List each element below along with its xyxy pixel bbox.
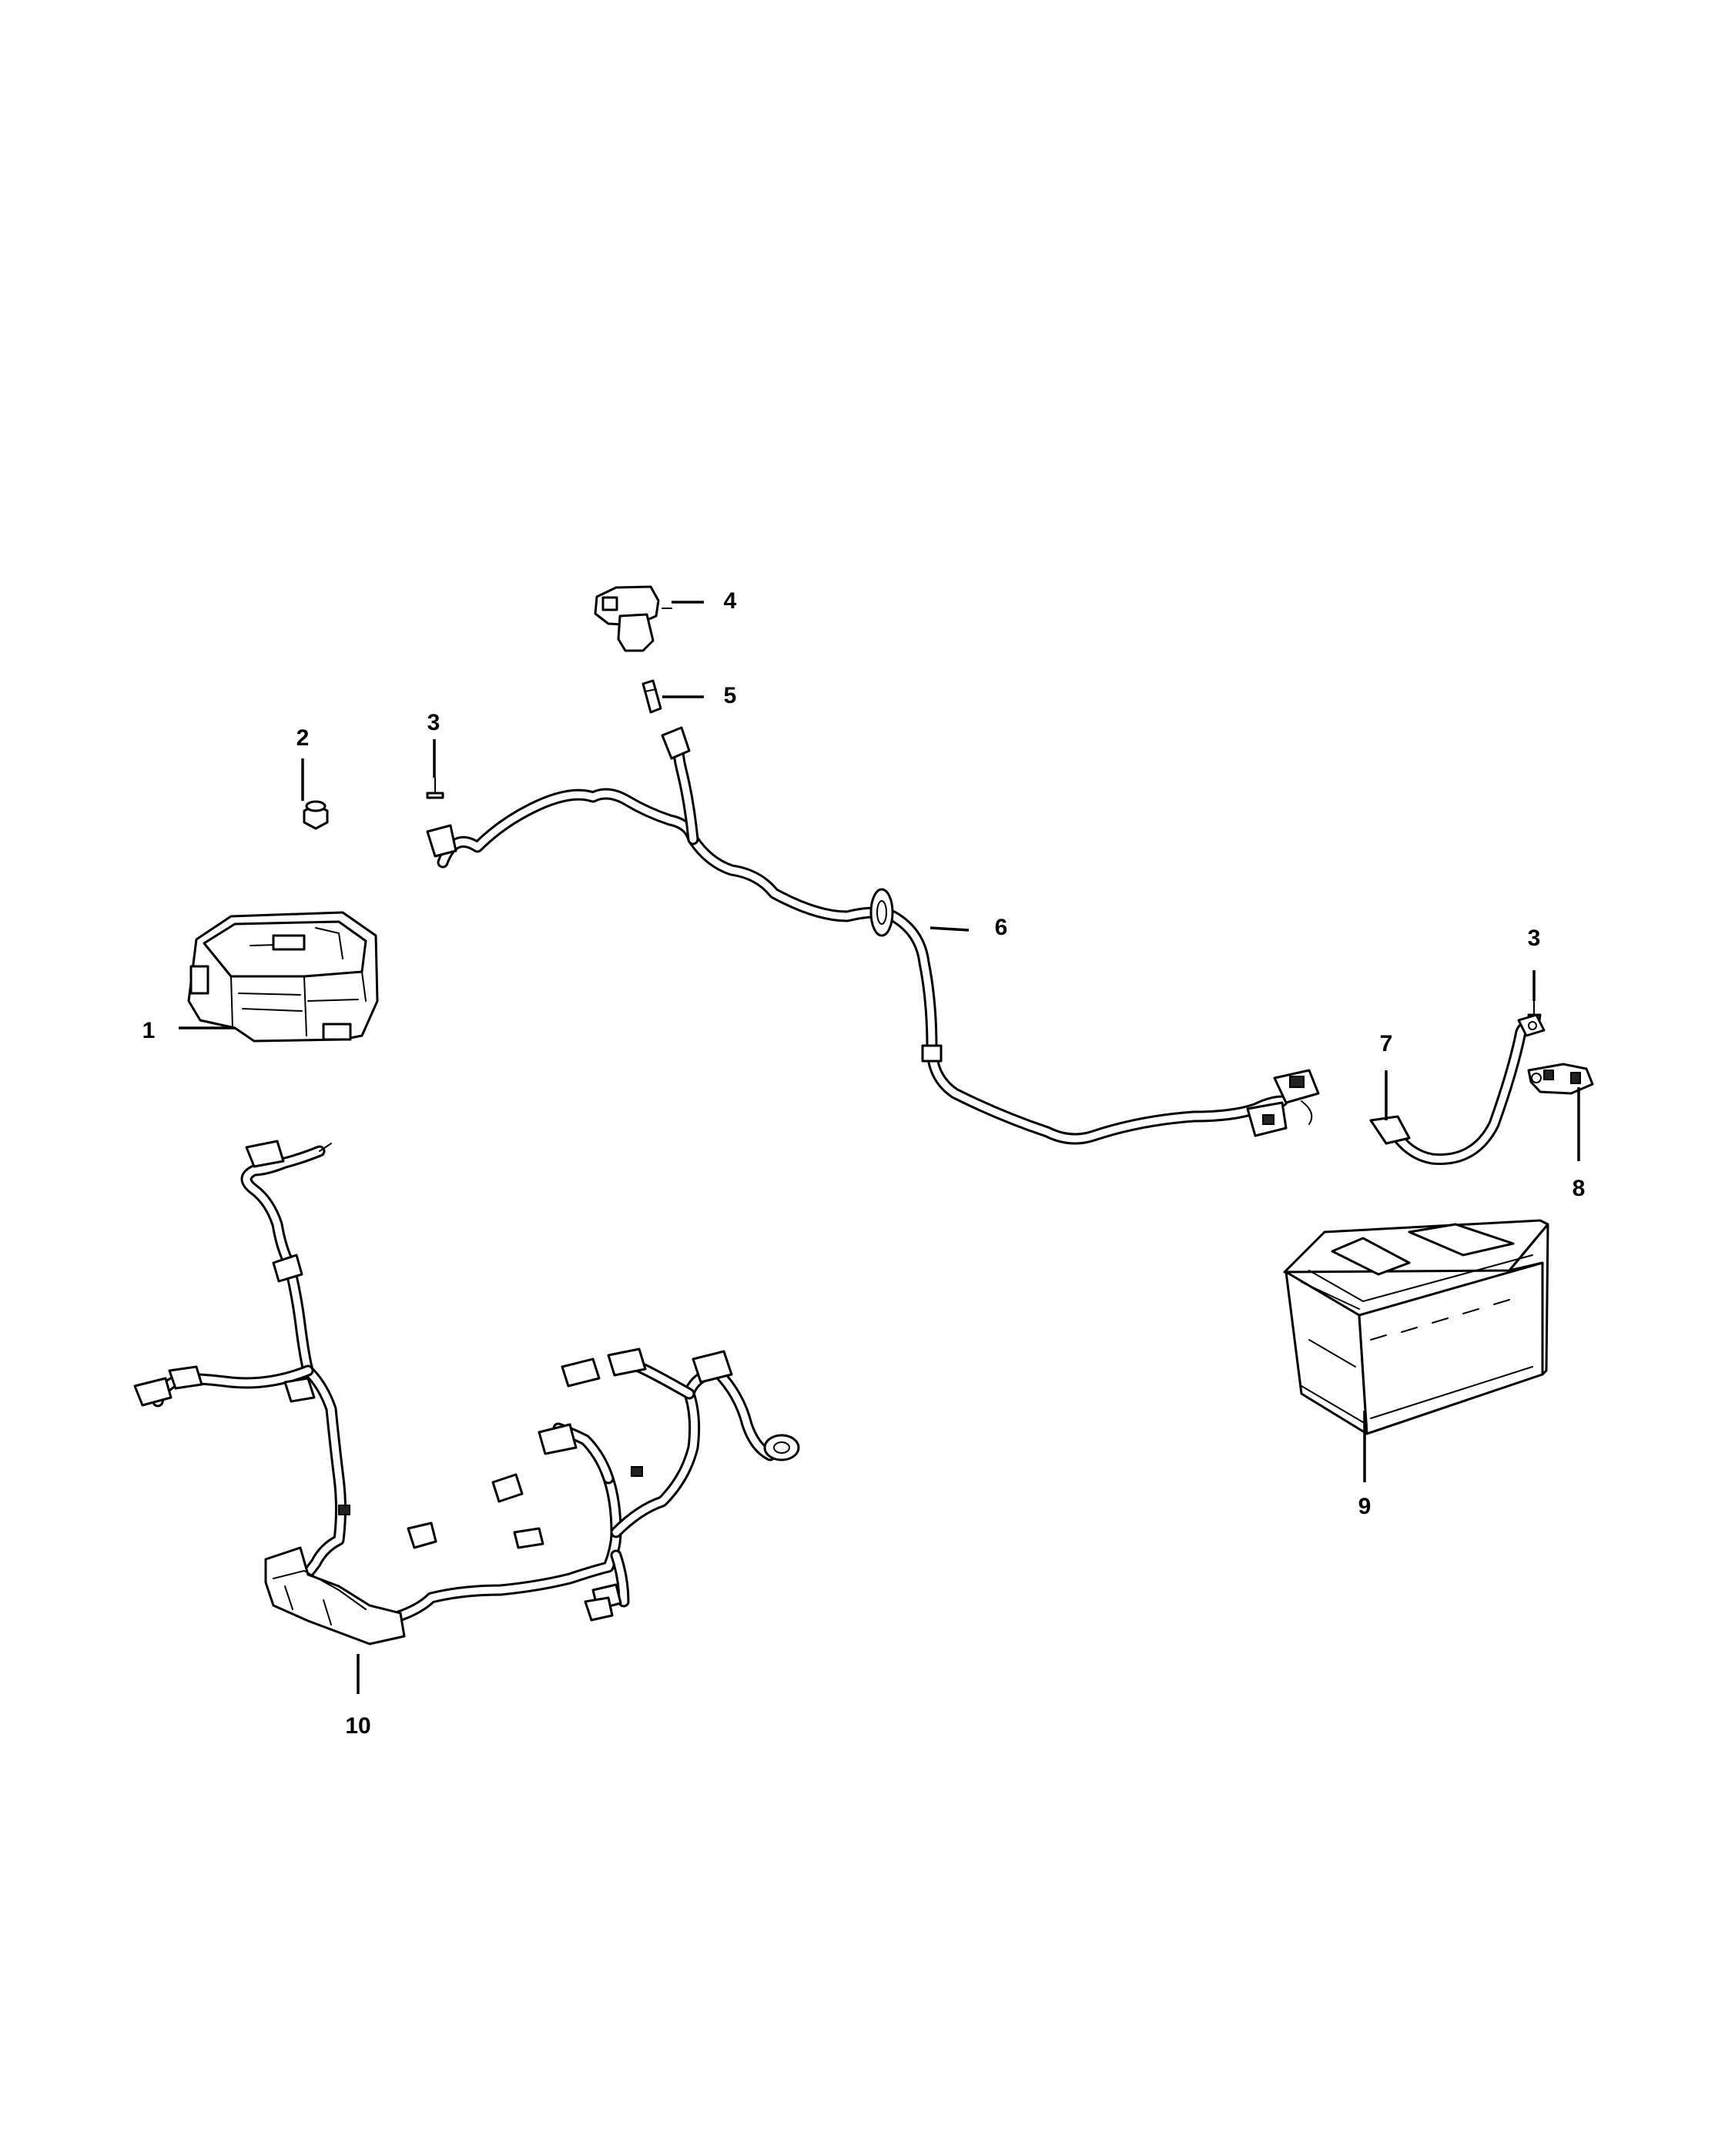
callout-labels: 1 2 3 3 4 5 6 7 8 9 10 [142,588,1586,1739]
part-7-battery-cable [1369,1013,1546,1165]
leader-lines [179,601,1580,1694]
part-3-bolt-left [426,777,444,799]
part-5-clip [641,679,662,714]
callout-6: 6 [995,915,1008,940]
part-6-wiring-harness [426,726,1320,1145]
callout-8: 8 [1573,1176,1586,1201]
callout-3-right: 3 [1528,926,1541,951]
callout-1: 1 [142,1018,156,1043]
callout-10: 10 [345,1713,370,1739]
part-4-connector [594,585,672,652]
part-8-battery-sensor [1527,1063,1594,1095]
callout-4: 4 [724,588,737,614]
callout-5: 5 [724,683,737,708]
callout-2: 2 [296,725,310,751]
part-1-power-distribution-center [187,911,379,1043]
callout-7: 7 [1380,1031,1393,1056]
callout-3-left: 3 [427,710,440,735]
part-10-engine-harness [133,1140,800,1645]
callout-9: 9 [1358,1494,1372,1519]
part-2-nut [303,800,329,830]
part-9-battery [1283,1219,1549,1435]
